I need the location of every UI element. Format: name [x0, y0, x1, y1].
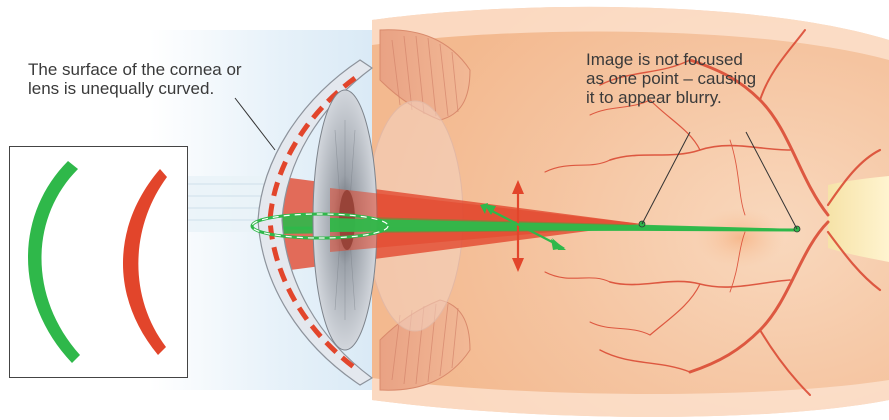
- green-curve-icon: [28, 161, 80, 363]
- curvature-inset-svg: [10, 147, 186, 376]
- red-curve-icon: [123, 169, 167, 355]
- cornea-annotation: The surface of the cornea or lens is une…: [28, 60, 298, 98]
- optic-nerve: [828, 176, 889, 262]
- macula: [695, 208, 785, 268]
- curvature-inset-box: [9, 146, 188, 378]
- focus-annotation: Image is not focused as one point – caus…: [586, 50, 816, 107]
